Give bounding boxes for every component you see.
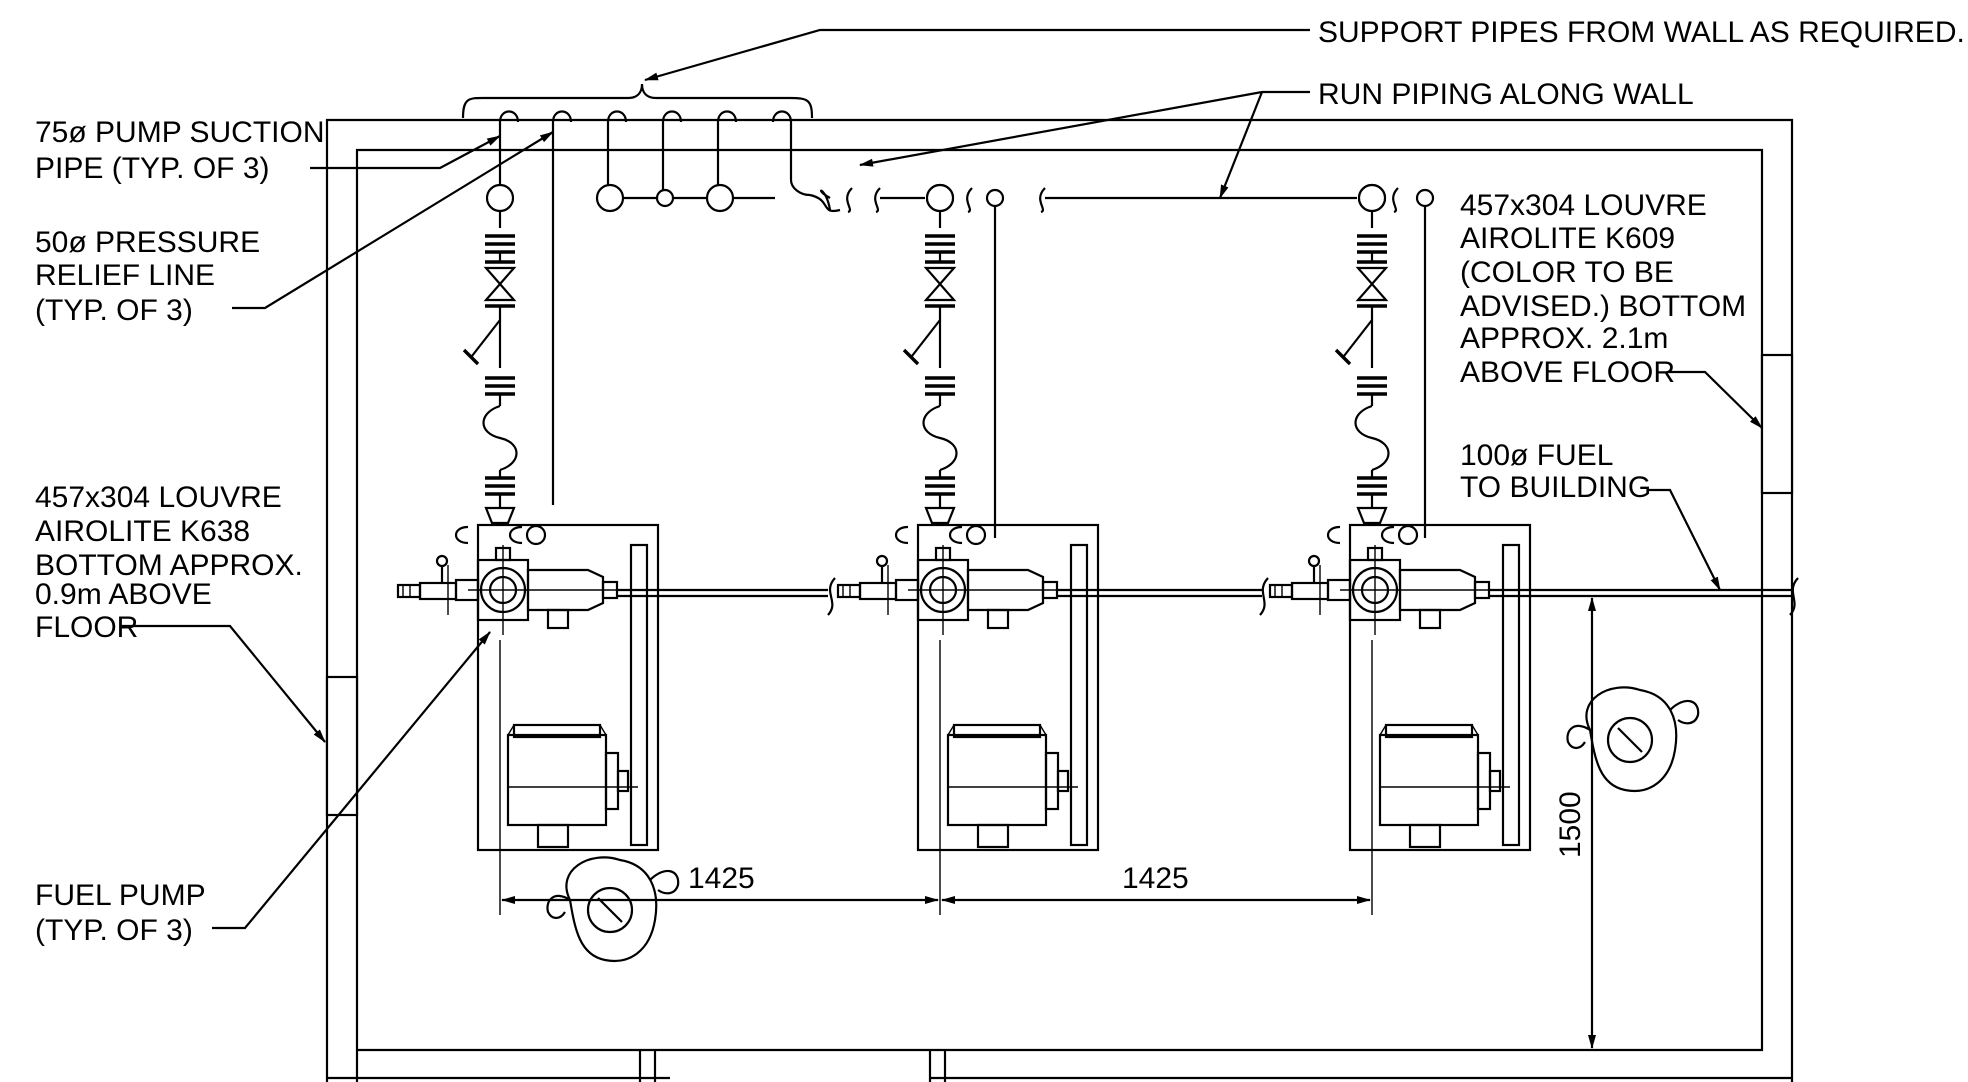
note-louvre-right-2: AIROLITE K609 (1460, 222, 1675, 255)
overhead-piping (461, 83, 1435, 538)
fuel-pump-2 (836, 523, 1100, 852)
note-fuel-bldg-2: TO BUILDING (1460, 471, 1651, 504)
note-louvre-left-4: 0.9m ABOVE (35, 578, 212, 611)
valve-assembly-1 (462, 183, 519, 525)
note-louvre-left-2: AIROLITE K638 (35, 515, 250, 548)
note-louvre-right-1: 457x304 LOUVRE (1460, 189, 1707, 222)
note-relief-2: RELIEF LINE (35, 259, 215, 292)
note-relief-1: 50ø PRESSURE (35, 226, 260, 259)
note-fuel-bldg-1: 100ø FUEL (1460, 439, 1613, 472)
note-suction-1: 75ø PUMP SUCTION (35, 116, 325, 149)
note-louvre-right-4: ADVISED.) BOTTOM (1460, 290, 1746, 323)
valve-assembly-2 (902, 183, 959, 525)
dim-pump-spacing-2: 1425 (1122, 862, 1189, 895)
louvre-right-symbol (1760, 353, 1794, 495)
person-figure-left (546, 856, 680, 963)
notes: SUPPORT PIPES FROM WALL AS REQUIRED. RUN… (35, 16, 1965, 947)
note-louvre-left-1: 457x304 LOUVRE (35, 481, 282, 514)
note-louvre-right-6: ABOVE FLOOR (1460, 356, 1675, 389)
leader-lines (120, 28, 1763, 930)
dim-pump-spacing-1: 1425 (688, 862, 755, 895)
note-louvre-right-5: APPROX. 2.1m (1460, 322, 1668, 355)
note-fuel-pump-2: (TYP. OF 3) (35, 914, 193, 947)
room-walls (325, 118, 1794, 1082)
note-relief-3: (TYP. OF 3) (35, 294, 193, 327)
dimension-lines (499, 597, 1596, 1049)
fuel-pump-1 (396, 523, 660, 852)
dim-clearance: 1500 (1554, 791, 1587, 858)
note-fuel-pump-1: FUEL PUMP (35, 879, 206, 912)
note-louvre-left-3: BOTTOM APPROX. (35, 549, 303, 582)
note-louvre-right-3: (COLOR TO BE (1460, 256, 1674, 289)
note-run-piping: RUN PIPING ALONG WALL (1318, 78, 1694, 111)
person-figure-right (1566, 686, 1700, 793)
note-support-pipes: SUPPORT PIPES FROM WALL AS REQUIRED. (1318, 16, 1965, 49)
louvre-left-symbol (325, 675, 359, 817)
note-louvre-left-5: FLOOR (35, 611, 138, 644)
note-suction-2: PIPE (TYP. OF 3) (35, 152, 270, 185)
fuel-pump-3 (1268, 523, 1532, 852)
valve-assembly-3 (1334, 183, 1391, 525)
fuel-main-line (618, 577, 1799, 616)
